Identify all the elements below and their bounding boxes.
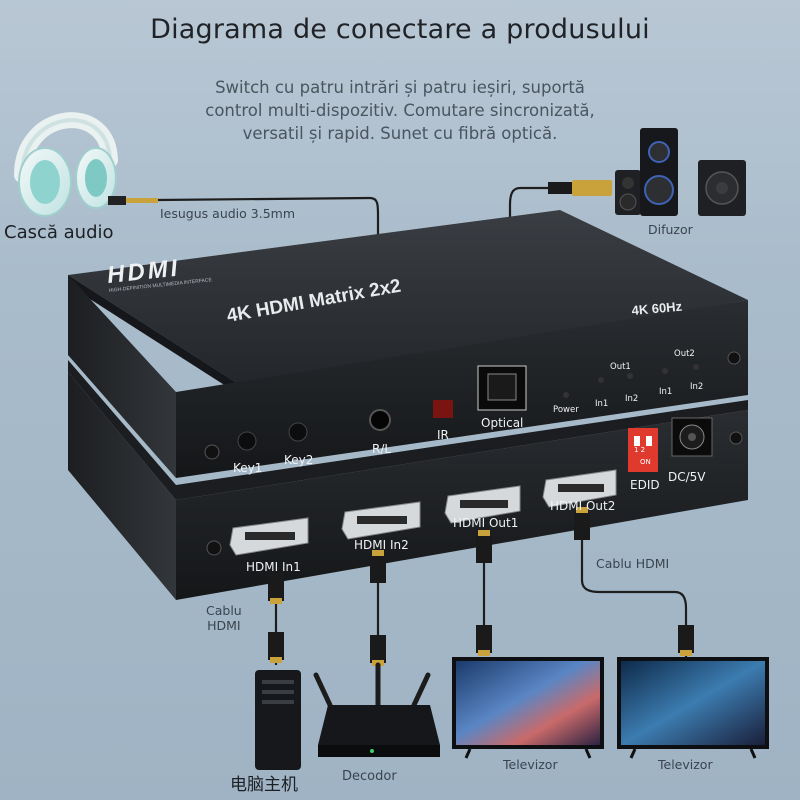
ir-label: IR: [437, 428, 449, 442]
hdmi-out1-label: HDMI Out1: [453, 516, 519, 530]
out2-in1-label: In1: [659, 387, 673, 397]
out1-in1-label: In1: [595, 399, 609, 409]
dc-label: DC/5V: [668, 470, 706, 484]
ir-sensor: [433, 400, 453, 418]
out1-label: Out1: [610, 362, 631, 372]
tv1-icon: [452, 657, 604, 759]
decoder-label: Decodor: [342, 769, 397, 784]
description-line-2: control multi-dispozitiv. Comutare sincr…: [205, 101, 595, 120]
decoder-router-icon: [313, 662, 440, 757]
key2-label: Key2: [284, 453, 314, 467]
tv1-label: Televizor: [503, 757, 558, 772]
hdmi-cable-left-line2: HDMI: [207, 618, 241, 633]
speaker-label: Difuzor: [648, 222, 693, 237]
headphones-label: Cască audio: [4, 222, 114, 243]
pc-tower-icon: [255, 670, 301, 770]
rl-audio-port[interactable]: [369, 409, 391, 431]
rl-label: R/L: [372, 442, 392, 456]
matrix-switch-upper: [68, 210, 748, 478]
headphones-icon: [14, 112, 158, 217]
dip-on-label: ON: [640, 458, 651, 466]
optical-label: Optical: [481, 416, 524, 430]
edid-dip-switch[interactable]: [628, 428, 658, 472]
hdmi-cable-label-right: Cablu HDMI: [596, 556, 670, 571]
audio-cable-label: Iesugus audio 3.5mm: [160, 206, 295, 221]
optical-cable: [508, 186, 612, 305]
speaker-icon: [615, 128, 746, 216]
description-line-1: Switch cu patru intrări și patru ieșiri,…: [215, 78, 585, 97]
key1-label: Key1: [233, 461, 263, 475]
hdmi-cable-label-left: Cablu HDMI: [206, 603, 242, 633]
edid-label: EDID: [630, 478, 660, 492]
screw-icon: [204, 351, 743, 556]
power-led: [563, 392, 569, 398]
out2-label: Out2: [674, 349, 695, 359]
description: Switch cu patru intrări și patru ieșiri,…: [150, 76, 650, 145]
description-line-3: versatil și rapid. Sunet cu fibră optică…: [242, 124, 558, 143]
key1-button[interactable]: [237, 431, 257, 451]
key2-button[interactable]: [288, 422, 308, 442]
pc-label: 电脑主机: [230, 775, 298, 795]
out2-in2-label: In2: [690, 382, 704, 392]
power-label: Power: [553, 405, 579, 415]
hdmi-in1-label: HDMI In1: [246, 560, 301, 574]
tv2-label: Televizor: [658, 757, 713, 772]
hdmi-cable-left-line1: Cablu: [206, 603, 242, 618]
spec-label: 4K 60Hz: [631, 299, 683, 318]
page-title: Diagrama de conectare a produsului: [150, 14, 650, 45]
hdmi-out2-label: HDMI Out2: [550, 499, 616, 513]
out1-in2-label: In2: [625, 394, 639, 404]
audio-cable: [157, 196, 380, 355]
optical-port[interactable]: [477, 365, 527, 411]
dip-numbers-label: 1 2: [634, 446, 646, 454]
tv2-icon: [617, 657, 769, 759]
hdmi-in2-label: HDMI In2: [354, 538, 409, 552]
